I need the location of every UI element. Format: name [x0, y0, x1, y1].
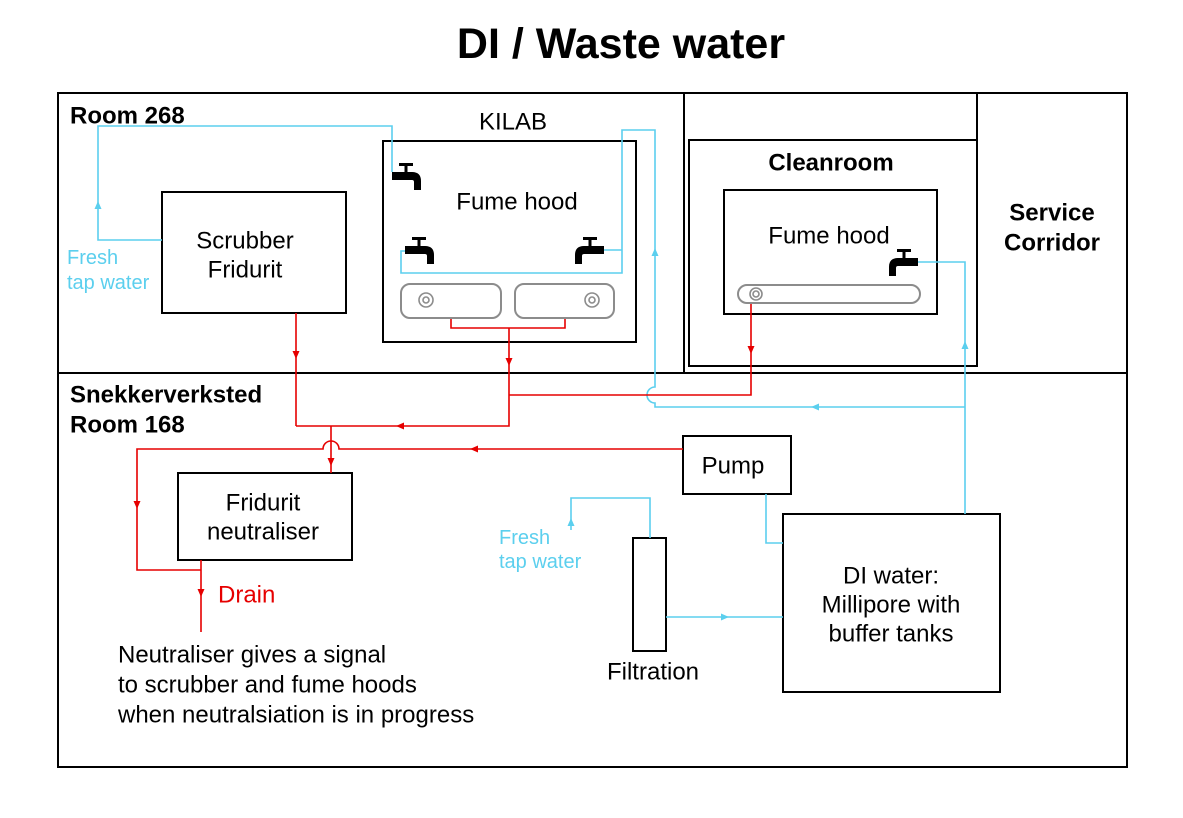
fresh-water-pipe-scrubber	[97, 125, 393, 241]
flow-arrow-icon	[94, 201, 102, 209]
di-water-label-line-2: Millipore with	[822, 592, 961, 619]
drain-icon-inner	[752, 290, 760, 298]
cleanroom-label: Cleanroom	[768, 150, 893, 177]
kilab-sink-drain-pipe	[450, 318, 566, 329]
note-line-2: to scrubber and fume hoods	[118, 672, 417, 699]
drain-icon-inner	[422, 296, 430, 304]
flow-arrow-icon	[721, 613, 729, 621]
flow-arrow-icon	[396, 422, 404, 430]
flow-arrow-icon	[292, 351, 300, 359]
di-water-pipe-kilab	[400, 129, 965, 408]
service-corridor-label-line-1: Service	[1009, 200, 1094, 227]
flow-arrow-icon	[651, 248, 659, 256]
drain-icon	[418, 292, 434, 308]
outer-frame	[57, 92, 1128, 768]
flow-arrow-icon	[811, 403, 819, 411]
sink-basin	[400, 283, 502, 319]
water-pipes	[97, 125, 966, 618]
service-corridor-label-line-2: Corridor	[1004, 230, 1100, 257]
scrubber-label-line-1: Scrubber	[196, 228, 293, 255]
cleanroom-sink-icon	[737, 284, 921, 304]
note-line-3: when neutralsiation is in progress	[117, 702, 474, 729]
fresh-water-pipe-filtration	[570, 497, 651, 538]
room-268-label: Room 268	[70, 103, 185, 130]
fresh-tap-water-filtration-label-line-2: tap water	[499, 551, 582, 573]
scrubber-label-line-2: Fridurit	[208, 257, 283, 284]
flow-arrow-icon	[197, 589, 205, 597]
sink-basin	[737, 284, 921, 304]
filtration-label: Filtration	[607, 659, 699, 686]
sink-basin	[514, 283, 615, 319]
flow-arrow-icon	[567, 518, 575, 526]
fresh-tap-water-filtration-label-line-1: Fresh	[499, 527, 550, 549]
building-walls	[57, 92, 1128, 768]
neutraliser-note: Neutraliser gives a signal to scrubber a…	[117, 642, 474, 729]
kilab-sink-left-icon	[400, 283, 502, 319]
snekkerverksted-label: Snekkerverksted	[70, 382, 262, 409]
neutraliser-label-line-2: neutraliser	[207, 519, 319, 546]
di-water-label-line-3: buffer tanks	[829, 621, 954, 648]
flow-arrow-icon	[133, 501, 141, 509]
flow-arrow-icon	[505, 358, 513, 366]
neutraliser-box	[177, 472, 353, 561]
drain-icon	[584, 292, 600, 308]
kilab-left-tap-icon	[405, 237, 434, 264]
neutraliser-label-line-1: Fridurit	[226, 490, 301, 517]
drain-icon	[749, 287, 763, 301]
tap-handle	[583, 237, 597, 246]
tap-body	[405, 246, 434, 264]
note-line-1: Neutraliser gives a signal	[118, 642, 386, 669]
di-water-box	[782, 513, 1001, 693]
flow-arrow-icon	[961, 341, 969, 349]
tap-body	[392, 172, 421, 190]
fresh-tap-water-scrubber-label-line-2: tap water	[67, 272, 150, 294]
scrubber-box	[161, 191, 347, 314]
pump-reject-pipe	[136, 440, 683, 571]
kilab-top-tap-icon	[392, 163, 421, 190]
tap-body	[889, 258, 918, 276]
drain-icon-inner	[588, 296, 596, 304]
fresh-tap-water-scrubber-label-line-1: Fresh	[67, 247, 118, 269]
diagram-title: DI / Waste water	[457, 20, 785, 68]
flow-arrow-icon	[747, 346, 755, 354]
cleanroom-box	[688, 139, 978, 367]
kilab-sink-right-icon	[514, 283, 615, 319]
drain-label: Drain	[218, 582, 275, 609]
flow-arrow-icon	[327, 458, 335, 466]
pump-feed-pipe	[765, 494, 783, 544]
di-water-pipe-cleanroom	[918, 261, 966, 514]
tap-body	[575, 246, 604, 264]
cleanroom-drain-pipe	[509, 303, 752, 396]
cleanroom-fume-hood-box	[723, 189, 938, 315]
kilab-label: KILAB	[479, 109, 547, 136]
tap-handle	[412, 237, 426, 246]
cleanroom-tap-icon	[889, 249, 918, 276]
kilab-fume-hood-label: Fume hood	[456, 189, 577, 216]
di-water-label-line-1: DI water:	[843, 563, 939, 590]
kilab-right-tap-icon	[575, 237, 604, 264]
flow-arrows	[94, 201, 969, 621]
cleanroom-fume-hood-label: Fume hood	[768, 223, 889, 250]
tap-handle	[399, 163, 413, 172]
pump-label: Pump	[702, 453, 765, 480]
flow-arrow-icon	[470, 445, 478, 453]
room-168-label: Room 168	[70, 412, 185, 439]
pump-box	[682, 435, 792, 495]
tap-handle	[897, 249, 911, 258]
